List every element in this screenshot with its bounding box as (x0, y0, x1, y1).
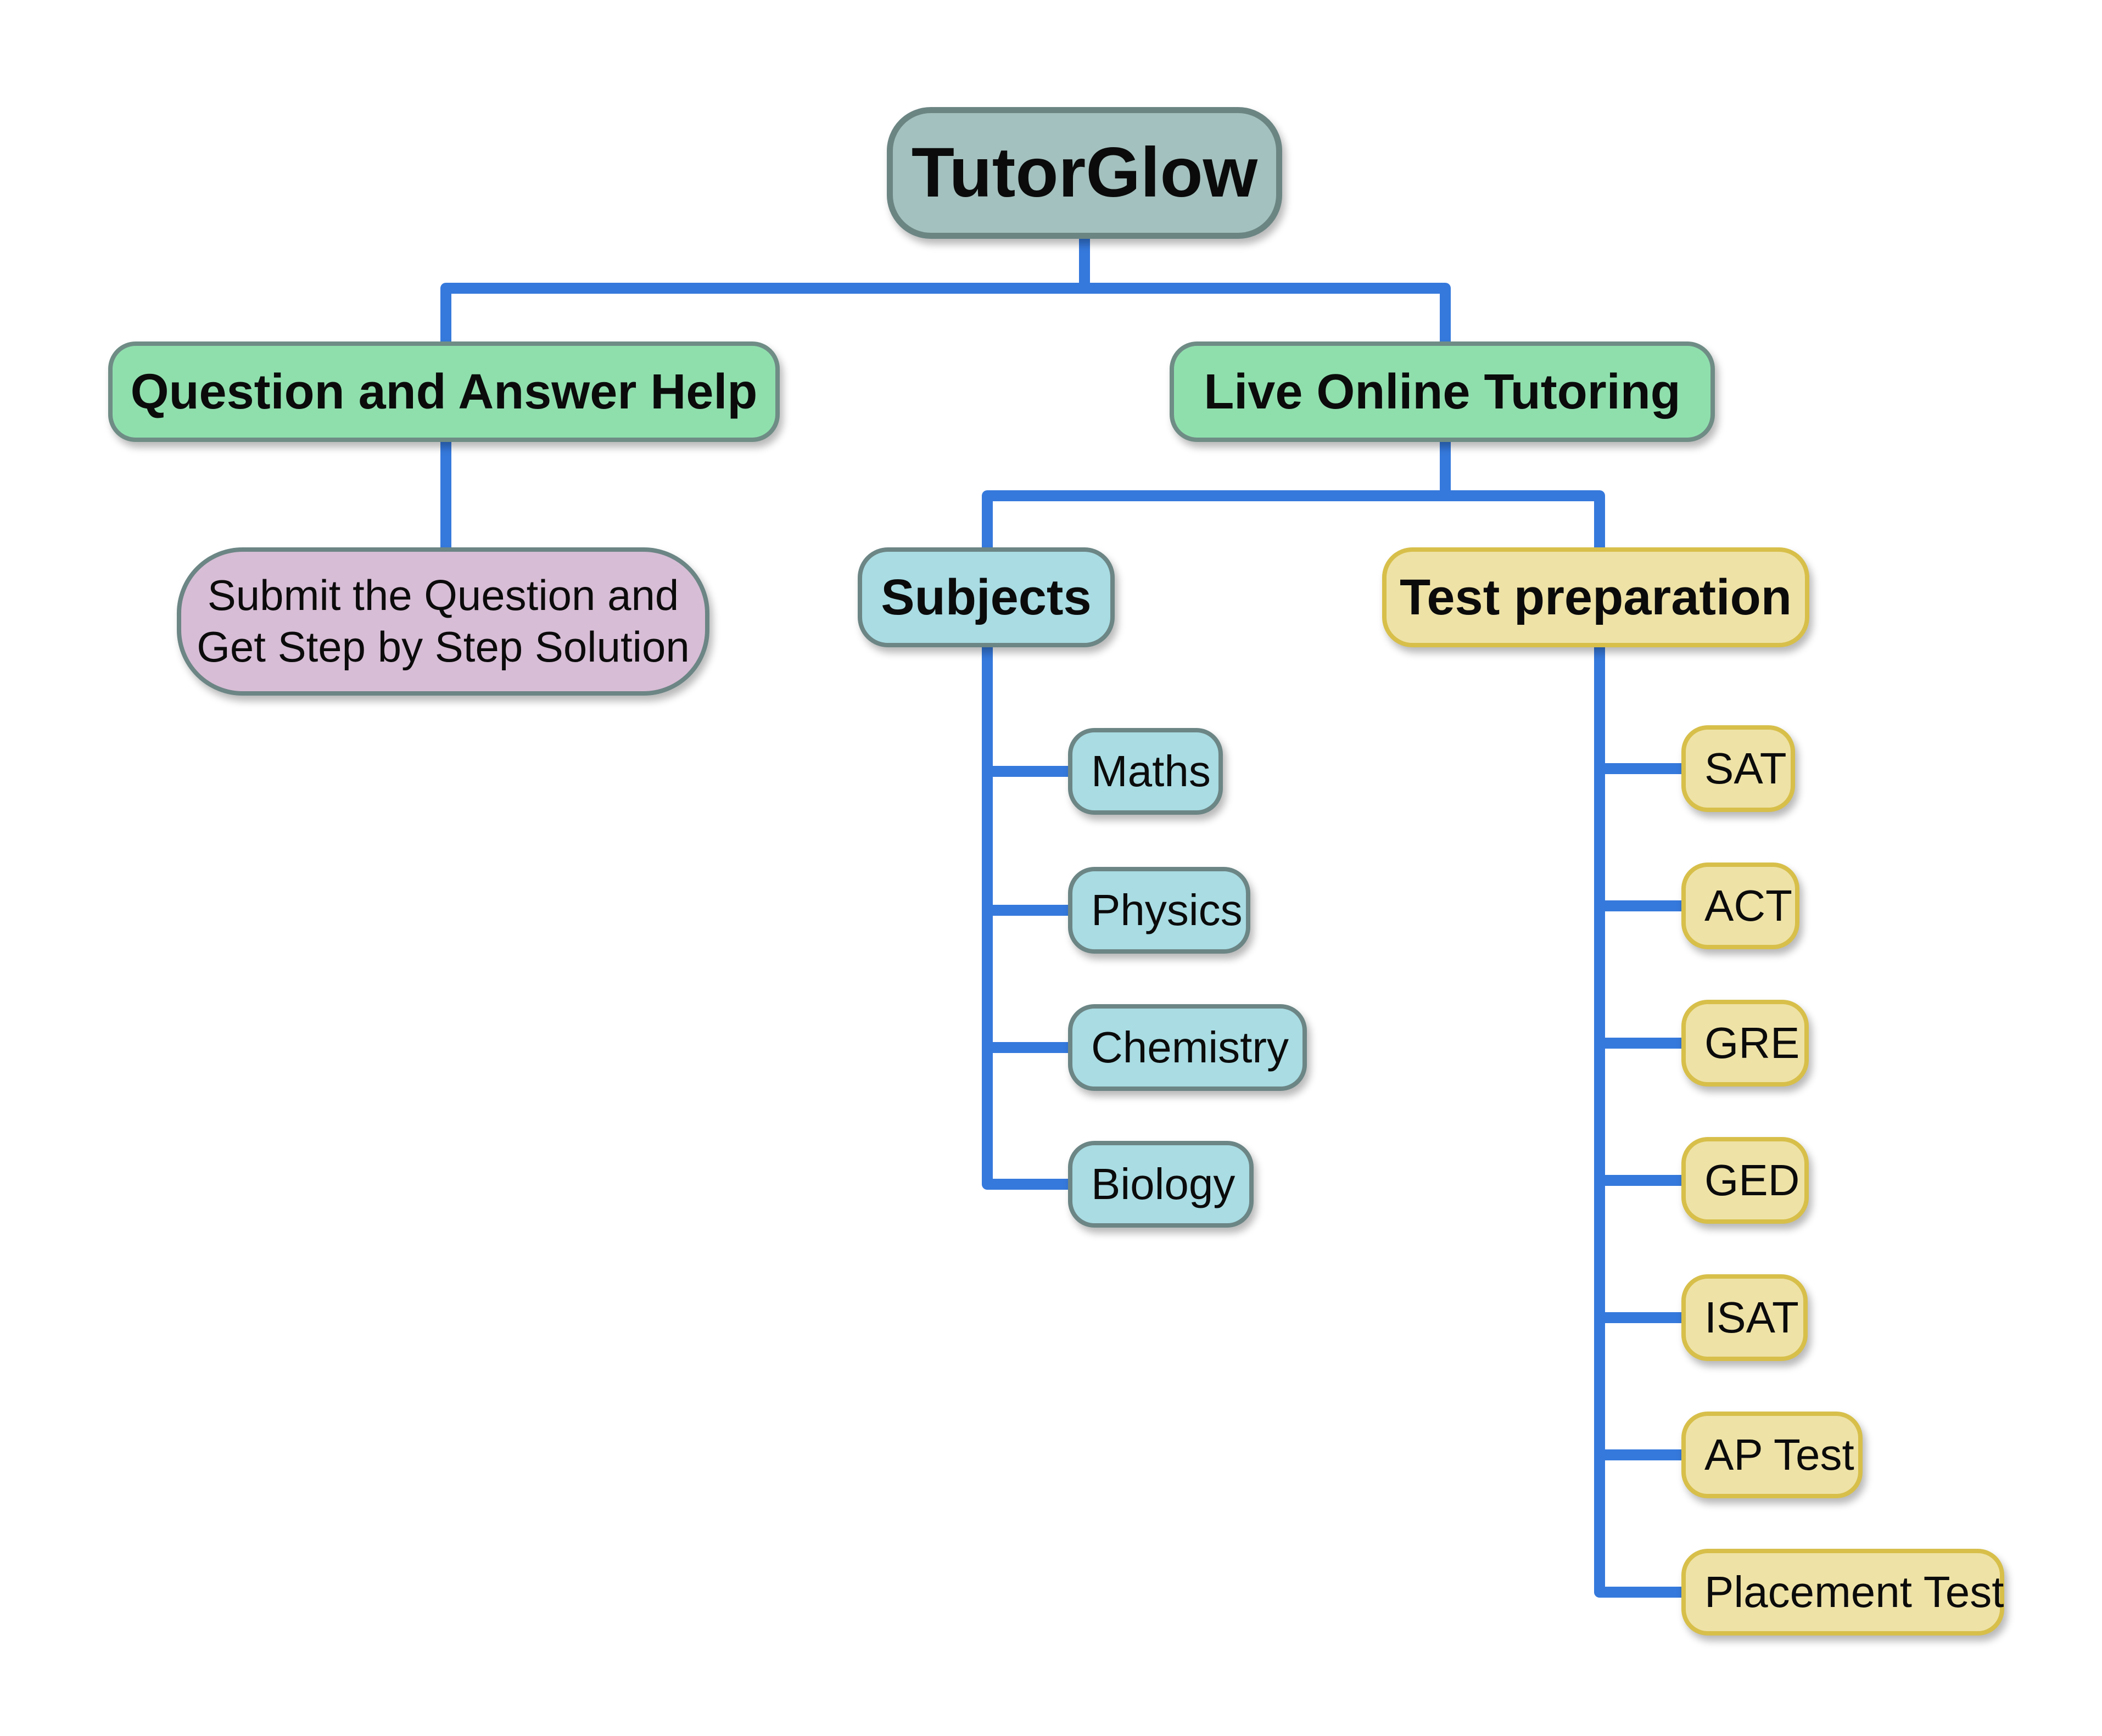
question-answer-help-label: Question and Answer Help (130, 364, 758, 419)
root-label: TutorGlow (911, 133, 1258, 212)
test-preparation-label: Test preparation (1400, 569, 1792, 625)
submit-question-node[interactable]: Submit the Question and Get Step by Step… (177, 547, 709, 696)
question-answer-help-node[interactable]: Question and Answer Help (108, 341, 780, 442)
subject-item-biology[interactable]: Biology (1068, 1141, 1254, 1228)
test-preparation-node[interactable]: Test preparation (1382, 547, 1809, 647)
test-item-label: GRE (1704, 1018, 1800, 1067)
subject-item-label: Chemistry (1091, 1023, 1289, 1072)
subjects-node[interactable]: Subjects (858, 547, 1115, 647)
submit-question-line1: Submit the Question and (207, 571, 679, 620)
subject-item-chemistry[interactable]: Chemistry (1068, 1004, 1307, 1091)
live-online-tutoring-node[interactable]: Live Online Tutoring (1170, 341, 1715, 442)
connector-test-branches (1594, 642, 1687, 1598)
test-item-label: Placement Test (1704, 1567, 2004, 1616)
test-item-label: SAT (1704, 744, 1787, 793)
subjects-label: Subjects (881, 569, 1092, 625)
root-node[interactable]: TutorGlow (887, 107, 1282, 239)
test-item-label: GED (1704, 1156, 1800, 1205)
live-online-tutoring-label: Live Online Tutoring (1204, 364, 1681, 419)
subject-item-label: Physics (1091, 886, 1243, 934)
test-item-label: AP Test (1704, 1430, 1854, 1479)
test-item-label: ACT (1704, 881, 1792, 930)
connector-subjects-branches (982, 642, 1074, 1190)
subject-item-physics[interactable]: Physics (1068, 867, 1250, 954)
test-item-isat[interactable]: ISAT (1681, 1274, 1808, 1361)
connector-live-to-branches (982, 436, 1605, 553)
test-item-sat[interactable]: SAT (1681, 725, 1795, 812)
test-item-placement-test[interactable]: Placement Test (1681, 1549, 2004, 1636)
test-item-gre[interactable]: GRE (1681, 1000, 1809, 1087)
submit-question-line2: Get Step by Step Solution (197, 623, 690, 671)
test-item-ged[interactable]: GED (1681, 1137, 1809, 1224)
test-item-act[interactable]: ACT (1681, 863, 1799, 949)
subject-item-maths[interactable]: Maths (1068, 728, 1223, 815)
test-item-ap-test[interactable]: AP Test (1681, 1412, 1863, 1498)
subject-item-label: Biology (1091, 1160, 1236, 1208)
test-item-label: ISAT (1704, 1293, 1799, 1342)
subject-item-label: Maths (1091, 747, 1211, 796)
connector-root-to-level1 (440, 233, 1451, 347)
